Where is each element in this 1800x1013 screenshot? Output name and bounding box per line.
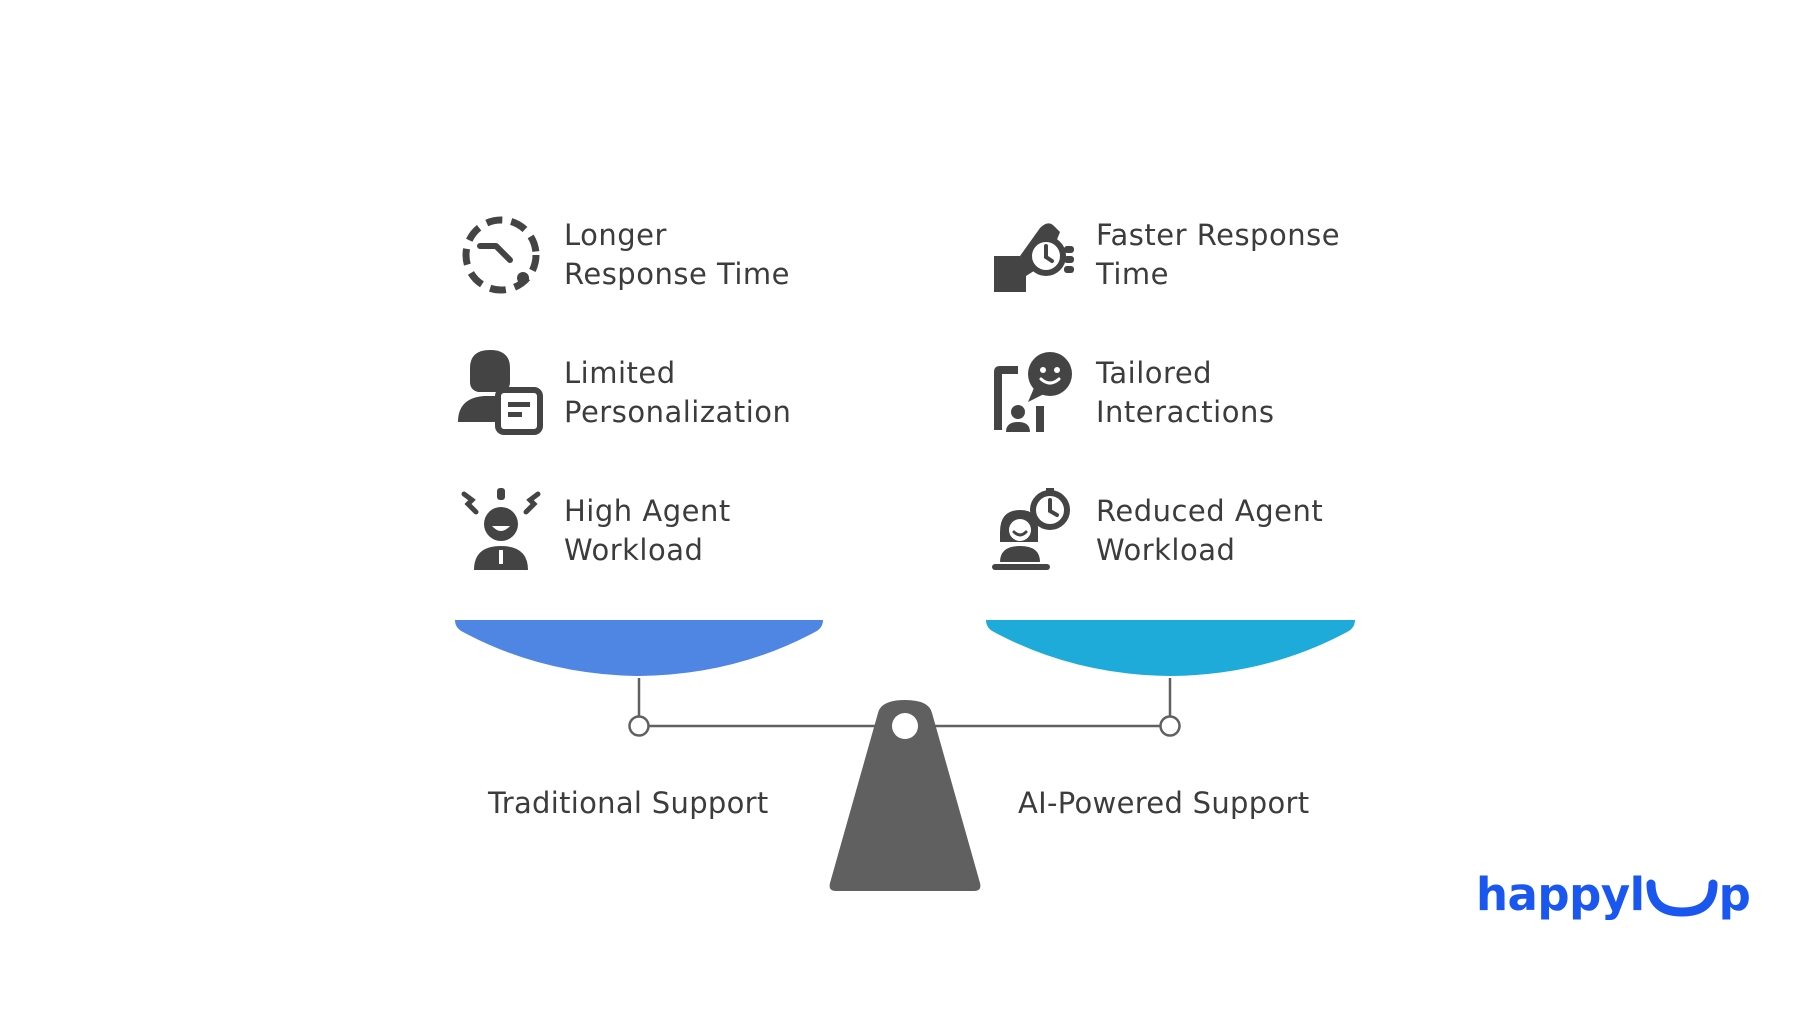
right-item-2-line1: Tailored [1096,356,1213,390]
right-item-3-line1: Reduced Agent [1096,494,1324,528]
person-document-icon [458,350,543,435]
left-item-2-line2: Personalization [564,395,792,429]
logo-suffix: p [1718,868,1751,921]
left-item-1-line2: Response Time [564,257,790,291]
left-item-1-line1: Longer [564,218,667,252]
logo-smile-icon [1646,879,1718,917]
hand-stopwatch-icon [994,223,1074,292]
happyloop-logo: happyl p [1476,868,1751,921]
stressed-agent-icon [461,488,541,570]
right-item-3: Reduced Agent Workload [990,488,1323,574]
right-item-1: Faster Response Time [990,212,1340,298]
pivot-hole [892,713,918,739]
left-pan [455,620,823,676]
phone-chat-icon [994,352,1072,432]
left-joint [628,715,650,737]
left-caption: Traditional Support [488,786,769,820]
right-item-2-line2: Interactions [1096,395,1275,429]
right-pan [986,620,1355,676]
right-joint [1159,715,1181,737]
left-item-3-line1: High Agent [564,494,731,528]
right-caption: AI-Powered Support [1018,786,1310,820]
clock-dashed-icon [462,216,540,294]
left-item-3-line2: Workload [564,533,704,567]
left-item-3: High Agent Workload [458,488,731,574]
left-item-1: Longer Response Time [458,212,790,298]
left-item-2-line1: Limited [564,356,676,390]
relaxed-agent-icon [992,488,1070,570]
right-item-1-line2: Time [1096,257,1169,291]
scale-base [829,700,981,891]
right-item-2: Tailored Interactions [990,350,1274,436]
left-item-2: Limited Personalization [458,350,791,436]
logo-prefix: happyl [1476,868,1645,921]
right-item-3-line2: Workload [1096,533,1236,567]
right-item-1-line1: Faster Response [1096,218,1341,252]
